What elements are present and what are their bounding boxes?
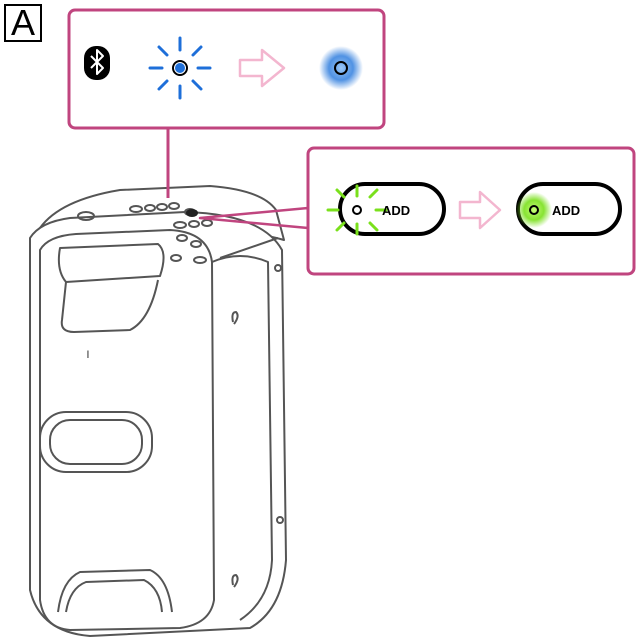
speaker-illustration: ı bbox=[29, 185, 287, 637]
add-button-blinking: ADD bbox=[326, 182, 446, 236]
speaker-side-edge bbox=[211, 255, 273, 621]
bluetooth-icon bbox=[84, 46, 110, 80]
bluetooth-callout bbox=[67, 8, 386, 198]
figure-label: A bbox=[4, 4, 42, 42]
steady-green-led-icon bbox=[516, 192, 552, 228]
add-button-lit: ADD bbox=[516, 182, 622, 236]
bottom-handle bbox=[57, 569, 173, 613]
top-handle-slot bbox=[57, 243, 165, 283]
add-label-right: ADD bbox=[552, 203, 580, 218]
add-callout: ADD ADD bbox=[198, 146, 636, 276]
add-label-left: ADD bbox=[382, 203, 410, 218]
speaker-front-panel bbox=[39, 229, 215, 631]
speaker-add-button-spot bbox=[186, 209, 198, 217]
middle-handle bbox=[39, 411, 153, 473]
arrow-right-icon bbox=[458, 190, 502, 230]
blinking-blue-led-icon bbox=[148, 36, 212, 100]
blinking-green-led-icon bbox=[326, 184, 388, 236]
svg-text:ı: ı bbox=[86, 345, 90, 361]
steady-blue-led-icon bbox=[319, 46, 363, 90]
arrow-right-icon bbox=[238, 48, 286, 88]
